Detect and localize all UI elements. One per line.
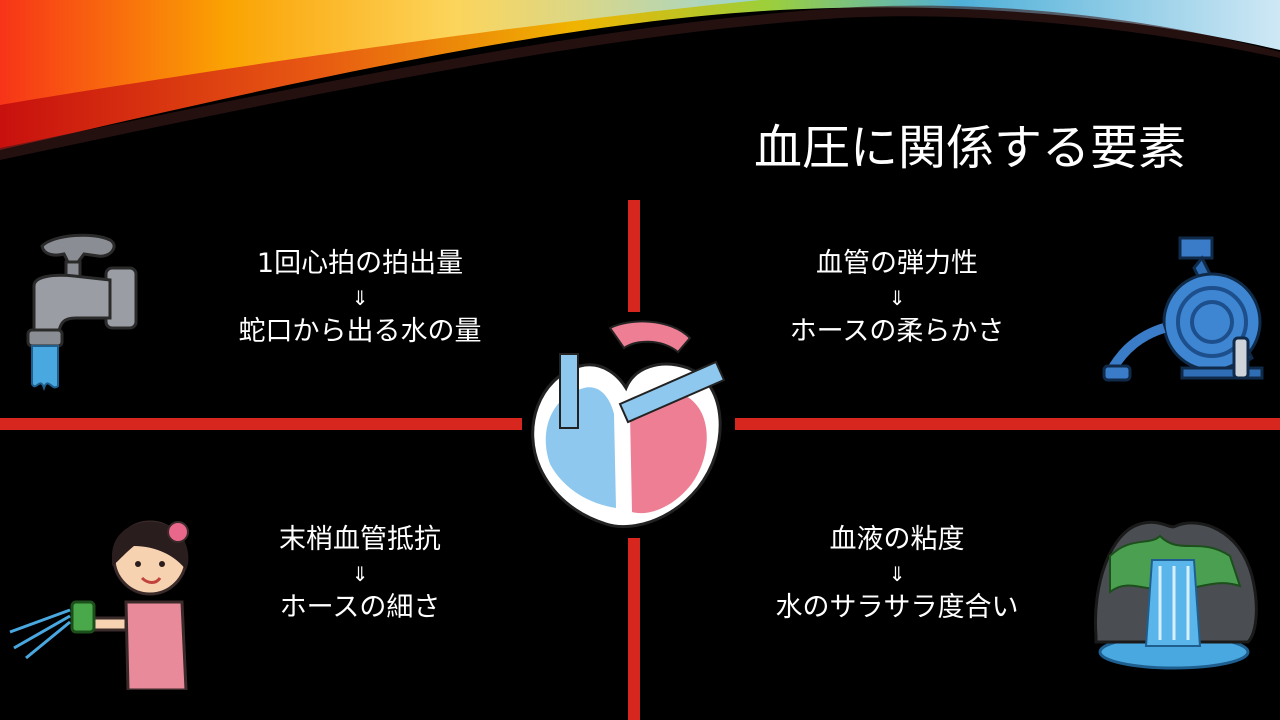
quadrant-heading: 末梢血管抵抗 bbox=[279, 524, 441, 555]
quadrant-vessel-elasticity: 血管の弾力性 ⇓ ホースの柔らかさ bbox=[747, 244, 1047, 352]
divider-vertical-top bbox=[628, 200, 640, 312]
quadrant-blood-viscosity: 血液の粘度 ⇓ 水のサラサラ度合い bbox=[747, 520, 1047, 628]
divider-vertical-bottom bbox=[628, 538, 640, 720]
quadrant-heading: 血管の弾力性 bbox=[816, 248, 978, 279]
down-arrow: ⇓ bbox=[888, 562, 906, 586]
slide-title: 血圧に関係する要素 bbox=[753, 120, 1186, 176]
quadrant-analogy: 水のサラサラ度合い bbox=[775, 592, 1019, 623]
quadrant-analogy: 蛇口から出る水の量 bbox=[238, 316, 482, 347]
hose-reel-icon bbox=[1102, 236, 1264, 382]
down-arrow: ⇓ bbox=[351, 286, 369, 310]
rainbow-swoosh-decoration bbox=[0, 0, 1280, 160]
woman-with-hose-icon bbox=[9, 520, 189, 690]
down-arrow: ⇓ bbox=[351, 562, 369, 586]
down-arrow: ⇓ bbox=[888, 286, 906, 310]
divider-horizontal-left bbox=[0, 418, 522, 430]
quadrant-analogy: ホースの細さ bbox=[279, 592, 441, 623]
divider-horizontal-right bbox=[735, 418, 1280, 430]
quadrant-heading: 血液の粘度 bbox=[829, 524, 965, 555]
quadrant-analogy: ホースの柔らかさ bbox=[789, 316, 1005, 347]
waterfall-icon bbox=[1093, 520, 1258, 670]
quadrant-peripheral-resistance: 末梢血管抵抗 ⇓ ホースの細さ bbox=[210, 520, 510, 628]
quadrant-heading: 1回心拍の拍出量 bbox=[256, 248, 464, 279]
heart-icon bbox=[531, 320, 726, 529]
faucet-icon bbox=[26, 233, 138, 392]
quadrant-stroke-volume: 1回心拍の拍出量 ⇓ 蛇口から出る水の量 bbox=[210, 244, 510, 352]
